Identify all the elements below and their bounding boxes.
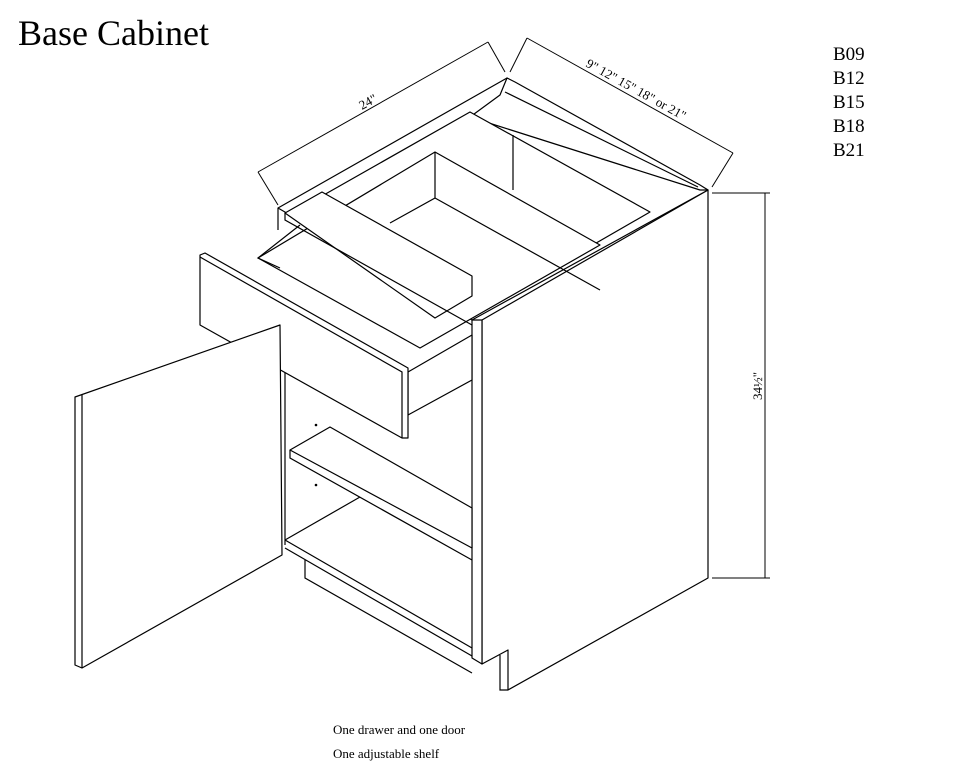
model-code-list: B09 B12 B15 B18 B21 [833,43,865,163]
bottom-panel-edge [284,547,473,657]
depth-label: 24" [356,91,379,113]
height-label: 34½" [750,372,765,400]
bottom-back [284,496,361,541]
drawer-front-edge [199,256,403,438]
top-back-rail-edge [504,91,699,188]
width-label: 9" 12" 15" 18" or 21" [584,56,689,123]
front-stretcher [284,191,473,319]
depth-dimension: 24" [257,41,506,206]
model-code: B15 [833,92,865,113]
toe-kick-recess [304,560,473,674]
note-drawer-door: One drawer and one door [333,722,466,737]
model-code: B18 [833,116,865,137]
shelf-front-edge [289,450,473,561]
shelf-pin-hole [314,423,318,427]
drawer-box-side [434,197,601,291]
shelf-pin-hole [314,483,318,487]
model-code: B12 [833,68,865,89]
model-code: B21 [833,140,865,161]
adjustable-shelf [289,426,473,549]
bottom-panel [284,539,473,649]
height-dimension: 34½" [712,192,770,579]
toe-kick [499,655,508,691]
cabinet-door [74,324,283,669]
page-title: Base Cabinet [18,13,209,53]
side-panel-front-edge [471,319,483,665]
stretcher-edge [284,213,473,326]
model-code: B09 [833,44,865,65]
note-shelf: One adjustable shelf [333,746,440,761]
drawer-box-left [256,224,301,269]
drawer-front [199,252,409,439]
